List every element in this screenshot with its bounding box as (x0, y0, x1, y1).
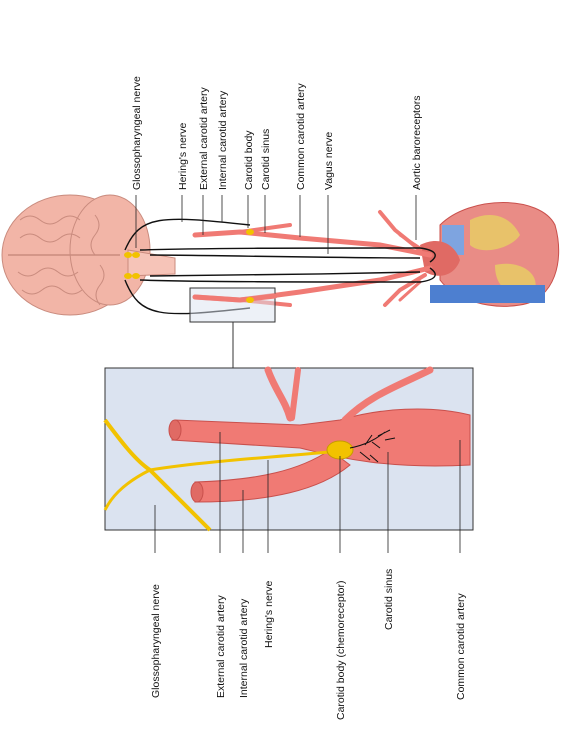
top-leaders (135, 195, 417, 254)
label-aortic-baroreceptors: Aortic baroreceptors (411, 95, 423, 190)
bottom-leaders (154, 432, 461, 553)
label-herings-nerve: Hering's nerve (177, 122, 189, 190)
zoom-region (189, 287, 276, 323)
label-bottom-herings-nerve: Hering's nerve (263, 580, 275, 648)
brain (1, 194, 176, 316)
label-carotid-body: Carotid body (243, 130, 255, 190)
label-bottom-carotid-body: Carotid body (chemoreceptor) (335, 580, 347, 720)
label-bottom-carotid-sinus: Carotid sinus (383, 568, 395, 630)
label-internal-carotid-artery: Internal carotid artery (217, 90, 229, 190)
label-bottom-external-carotid-artery: External carotid artery (215, 595, 227, 698)
label-common-carotid-artery: Common carotid artery (295, 83, 307, 190)
label-glossopharyngeal-nerve: Glossopharyngeal nerve (131, 76, 143, 190)
nerves-main (124, 218, 436, 315)
carotid-body-top (246, 229, 254, 235)
label-vagus-nerve: Vagus nerve (323, 131, 335, 190)
label-bottom-internal-carotid-artery: Internal carotid artery (238, 598, 250, 698)
inset (103, 366, 474, 532)
heart (420, 202, 560, 307)
label-bottom-glossopharyngeal-nerve: Glossopharyngeal nerve (150, 584, 162, 698)
label-bottom-common-carotid-artery: Common carotid artery (455, 593, 467, 700)
label-carotid-sinus: Carotid sinus (260, 128, 272, 190)
label-external-carotid-artery: External carotid artery (198, 87, 210, 190)
